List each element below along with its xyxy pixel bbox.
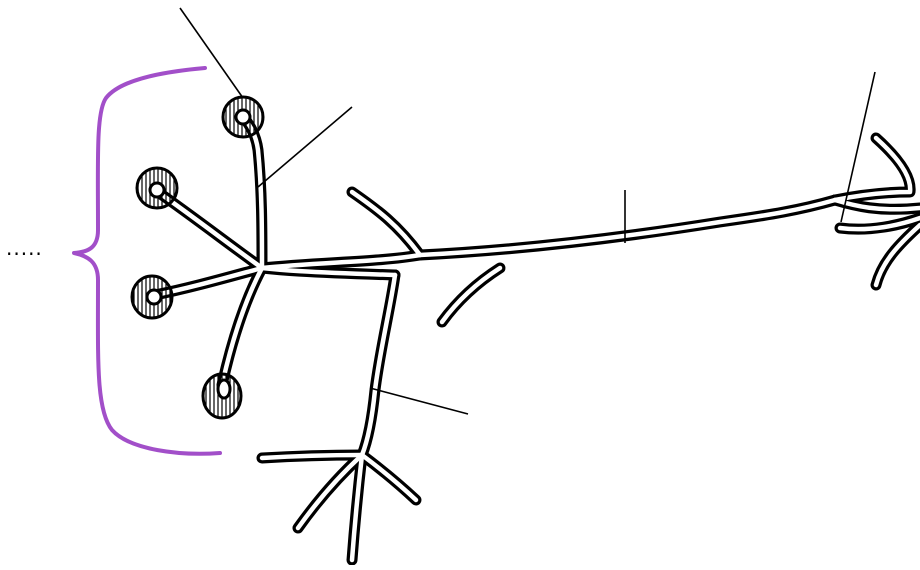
sucker-middle-left <box>132 276 172 318</box>
leader-line-stalk <box>258 107 352 187</box>
leader-line-sucker <box>180 8 243 98</box>
ellipsis-label: ..... <box>6 238 43 258</box>
structure-outline <box>155 118 920 560</box>
leader-line-branch <box>370 388 468 414</box>
structure-inner <box>155 118 920 560</box>
sucker-upper-left <box>137 168 177 208</box>
sucker-bottom <box>203 374 241 418</box>
sucker-top <box>223 97 263 137</box>
curly-brace <box>74 68 220 454</box>
